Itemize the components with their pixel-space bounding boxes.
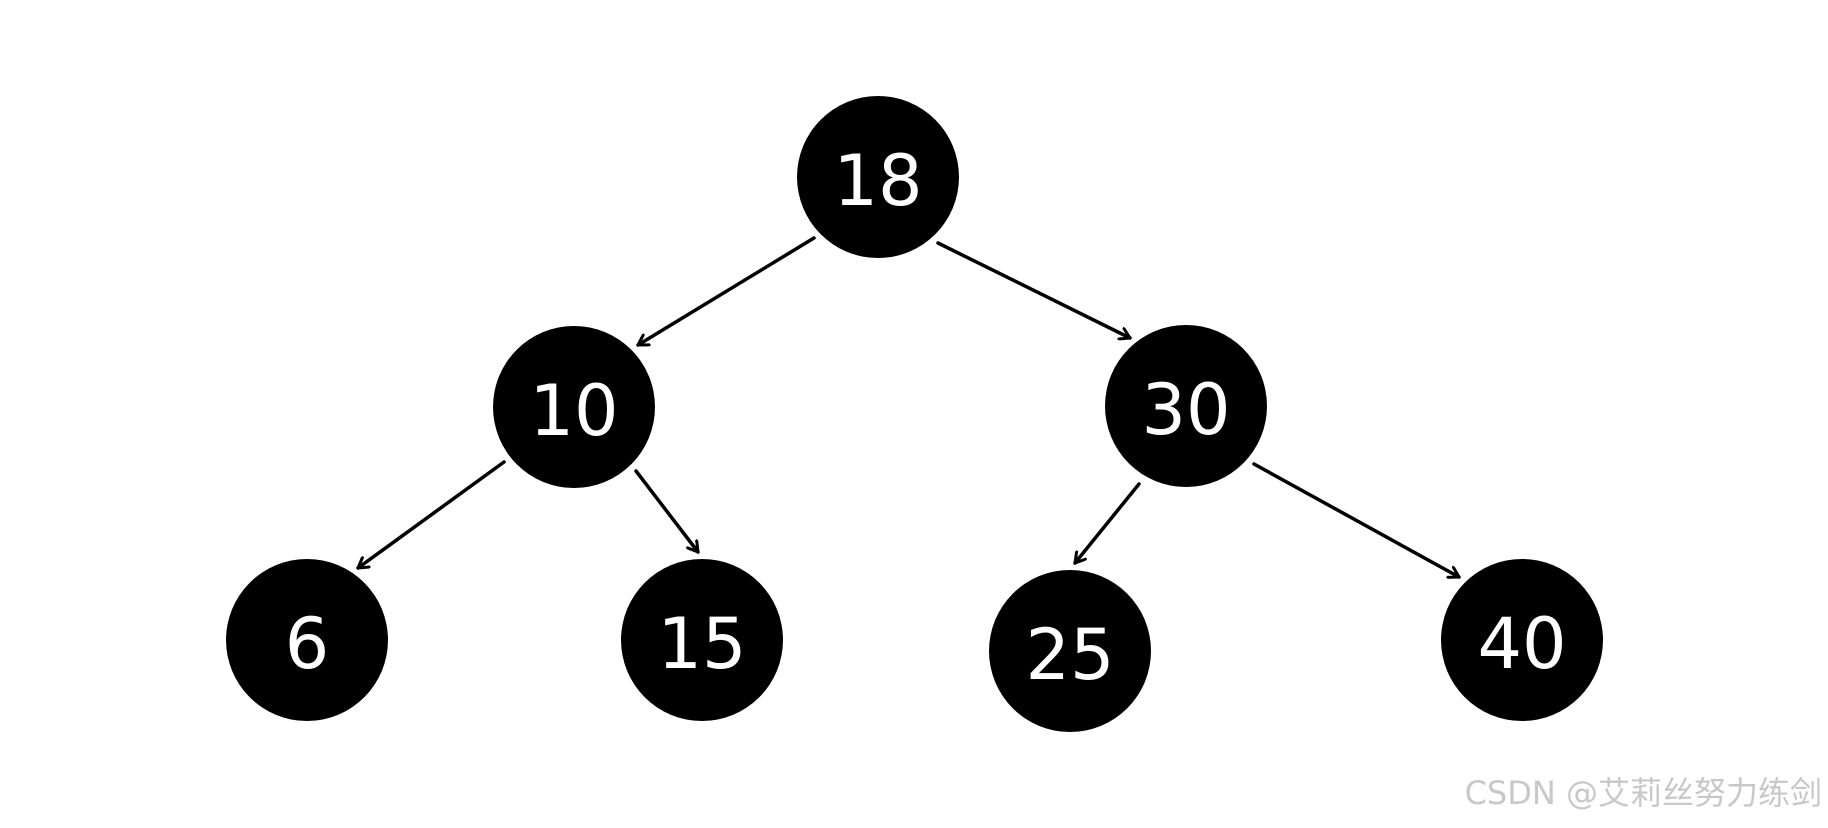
tree-node-left: 10 bbox=[493, 326, 655, 488]
tree-node-right: 30 bbox=[1105, 325, 1267, 487]
edge-right-to-right-right bbox=[1252, 462, 1461, 577]
tree-node-left-right: 15 bbox=[621, 559, 783, 721]
edge-right-to-right-left bbox=[1073, 482, 1141, 565]
watermark: CSDN @艾莉丝努力练剑 bbox=[1464, 774, 1822, 812]
tree-node-left-left: 6 bbox=[226, 559, 388, 721]
node-label: 10 bbox=[529, 370, 618, 452]
tree-node-right-left: 25 bbox=[989, 570, 1151, 732]
node-label: 40 bbox=[1477, 603, 1566, 685]
node-label: 30 bbox=[1141, 369, 1230, 451]
tree-node-right-right: 40 bbox=[1441, 559, 1603, 721]
node-label: 6 bbox=[285, 603, 330, 685]
node-label: 25 bbox=[1025, 614, 1114, 696]
node-label: 15 bbox=[657, 603, 746, 685]
edge-root-to-right bbox=[936, 241, 1132, 338]
node-label: 18 bbox=[833, 140, 922, 222]
edge-root-to-left bbox=[636, 236, 816, 347]
edge-left-to-left-left bbox=[356, 460, 506, 570]
edge-left-to-left-right bbox=[634, 469, 700, 554]
tree-node-root: 18 bbox=[797, 96, 959, 258]
